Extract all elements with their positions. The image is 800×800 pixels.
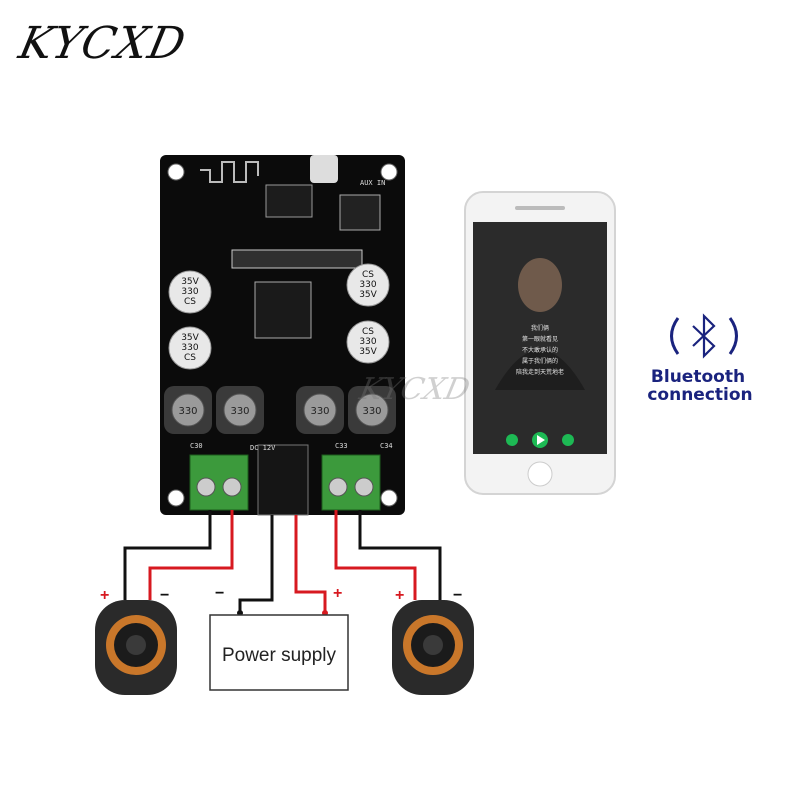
inductor-marking: 330 <box>310 406 329 417</box>
right-plus-sign: + <box>395 587 404 604</box>
inductor: 330 <box>216 386 264 434</box>
antenna-trace <box>200 161 259 183</box>
right-minus-sign: − <box>453 587 462 604</box>
inductor: 330 <box>348 386 396 434</box>
singer-photo <box>518 258 562 312</box>
inductor-marking: 330 <box>178 406 197 417</box>
left-speaker <box>95 600 177 695</box>
wire-ps-black <box>238 515 274 615</box>
capacitor-marking: CS <box>184 297 196 307</box>
capacitor-marking: 330 <box>359 337 376 347</box>
small-capacitor <box>310 155 338 183</box>
capacitor-marking: 330 <box>359 280 376 290</box>
power-supply-label: Power supply <box>222 645 337 666</box>
inductor-marking: 330 <box>362 406 381 417</box>
dc-power-jack <box>257 444 309 516</box>
lyric-line: 不大敢承认的 <box>522 346 558 354</box>
audio-jack <box>339 194 381 231</box>
wire-left-red <box>148 510 234 600</box>
lyric-line: 第一眼就看见 <box>522 335 558 343</box>
lyric-line: 属于我们俩的 <box>522 357 558 365</box>
ps-minus-sign: − <box>215 585 224 602</box>
power-supply: Power supply <box>209 614 349 691</box>
wires <box>123 510 442 616</box>
inductor-marking: 330 <box>230 406 249 417</box>
c30-label: C30 <box>190 442 203 450</box>
wire-right-red <box>334 510 417 600</box>
left-plus-sign: + <box>100 587 109 604</box>
bluetooth-icon <box>670 313 738 359</box>
capacitor-marking: 35V <box>181 333 199 343</box>
header-row <box>231 249 363 269</box>
wire-ps-red <box>294 515 327 615</box>
lyric-line: 陪我走到天荒地老 <box>516 368 564 376</box>
watermark: KYCXD <box>356 372 473 407</box>
capacitor-marking: 35V <box>181 277 199 287</box>
inductor: 330 <box>296 386 344 434</box>
play-icon <box>537 435 545 445</box>
capacitor-marking: 35V <box>359 290 377 300</box>
home-button <box>527 461 553 487</box>
aux-in-label: AUX IN <box>360 179 385 187</box>
amplifier-chip <box>254 281 312 339</box>
capacitor-marking: CS <box>362 270 374 280</box>
dc-label: DC 12V <box>250 444 276 452</box>
inductor: 330 <box>164 386 212 434</box>
bluetooth-line2: connection <box>647 385 752 405</box>
left-minus-sign: − <box>160 587 169 604</box>
wire-right-black <box>358 510 442 600</box>
lyric-line: 我们俩 <box>531 324 549 332</box>
bluetooth-chip <box>265 184 313 218</box>
bluetooth-line1: Bluetooth <box>651 367 745 387</box>
c34-label: C34 <box>380 442 393 450</box>
c33-label: C33 <box>335 442 348 450</box>
capacitor-marking: CS <box>362 327 374 337</box>
capacitor-marking: 330 <box>181 287 198 297</box>
ps-plus-sign: + <box>333 585 342 602</box>
right-speaker <box>392 600 474 695</box>
capacitor-marking: CS <box>184 353 196 363</box>
wire-left-black <box>123 510 212 600</box>
capacitor-marking: 330 <box>181 343 198 353</box>
capacitor-marking: 35V <box>359 347 377 357</box>
